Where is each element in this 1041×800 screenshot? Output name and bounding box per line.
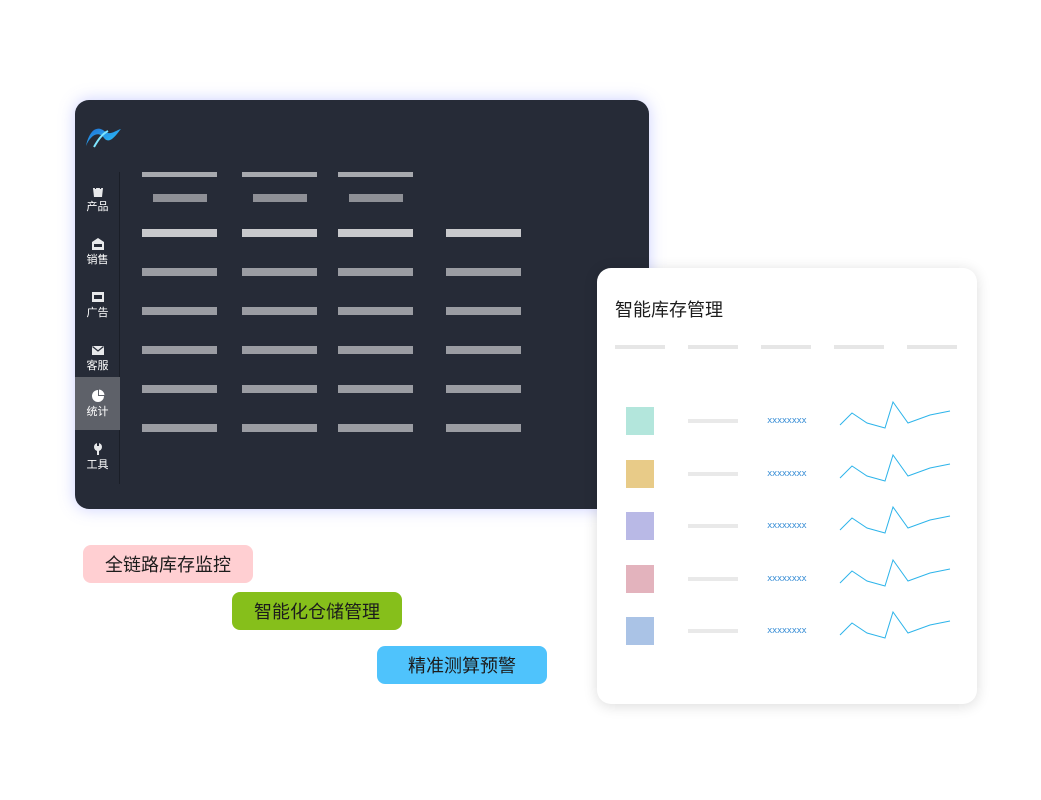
table-cell-placeholder (338, 424, 413, 432)
column-subheader-placeholder (253, 194, 307, 202)
color-swatch (626, 617, 654, 645)
table-cell-placeholder (142, 424, 217, 432)
column-header-placeholder (242, 172, 317, 177)
column-header-placeholder (907, 345, 957, 349)
shopping-bag-icon (92, 184, 103, 197)
table-cell-placeholder (242, 268, 317, 276)
table-cell-placeholder (446, 229, 521, 237)
pie-chart-icon (91, 389, 104, 402)
table-cell-placeholder (338, 268, 413, 276)
sparkline (839, 505, 951, 534)
sidebar-item-ads[interactable]: 广告 (75, 278, 120, 331)
inventory-row[interactable]: xxxxxxxx (597, 453, 977, 490)
sidebar-item-label: 销售 (86, 253, 109, 266)
table-cell-placeholder (446, 307, 521, 315)
mail-icon (91, 346, 104, 355)
inventory-row[interactable]: xxxxxxxx (597, 400, 977, 437)
table-cell-placeholder (242, 346, 317, 354)
table-cell-placeholder (446, 346, 521, 354)
card-title: 智能库存管理 (615, 300, 723, 321)
row-text-placeholder (688, 524, 738, 528)
sidebar-item-tools[interactable]: 工具 (75, 430, 120, 483)
row-code: xxxxxxxx (767, 626, 807, 636)
table-cell-placeholder (446, 268, 521, 276)
sidebar-item-statistics[interactable]: 统计 (75, 377, 120, 430)
inventory-row[interactable]: xxxxxxxx (597, 610, 977, 647)
wrench-icon (93, 443, 102, 455)
sidebar-item-label: 工具 (86, 458, 109, 471)
row-text-placeholder (688, 419, 738, 423)
table-cell-placeholder (242, 385, 317, 393)
table-cell-placeholder (142, 346, 217, 354)
inventory-card: 智能库存管理 xxxxxxxx xxxxxxxx xxxxxxxx xxxxxx… (597, 268, 977, 704)
column-header-placeholder (761, 345, 811, 349)
sell-icon (91, 238, 104, 250)
sidebar-item-products[interactable]: 产品 (75, 172, 120, 225)
inventory-row[interactable]: xxxxxxxx (597, 505, 977, 542)
table-cell-placeholder (338, 229, 413, 237)
sidebar: 产品 销售 广告 客服 (75, 172, 120, 484)
table-cell-placeholder (338, 307, 413, 315)
table-cell-placeholder (242, 229, 317, 237)
table-cell-placeholder (338, 346, 413, 354)
color-swatch (626, 407, 654, 435)
column-header-placeholder (615, 345, 665, 349)
row-code: xxxxxxxx (767, 574, 807, 584)
table-cell-placeholder (142, 307, 217, 315)
sidebar-item-label: 客服 (86, 359, 109, 372)
inventory-row[interactable]: xxxxxxxx (597, 558, 977, 595)
table-cell-placeholder (446, 385, 521, 393)
tag-inventory-monitoring: 全链路库存监控 (83, 545, 253, 583)
table-cell-placeholder (242, 307, 317, 315)
table-cell-placeholder (338, 385, 413, 393)
sparkline (839, 610, 951, 639)
table-cell-placeholder (142, 268, 217, 276)
row-code: xxxxxxxx (767, 416, 807, 426)
sparkline (839, 558, 951, 587)
column-subheader-placeholder (153, 194, 207, 202)
table-cell-placeholder (446, 424, 521, 432)
column-header-placeholder (834, 345, 884, 349)
row-text-placeholder (688, 629, 738, 633)
table-cell-placeholder (142, 385, 217, 393)
sidebar-item-sales[interactable]: 销售 (75, 225, 120, 278)
table-cell-placeholder (242, 424, 317, 432)
color-swatch (626, 565, 654, 593)
sidebar-item-label: 广告 (86, 306, 109, 319)
brand-logo-icon (86, 128, 121, 148)
sidebar-item-label: 统计 (86, 405, 109, 418)
column-header-placeholder (142, 172, 217, 177)
tag-smart-warehouse: 智能化仓储管理 (232, 592, 402, 630)
table-cell-placeholder (142, 229, 217, 237)
sidebar-item-service[interactable]: 客服 (75, 331, 120, 384)
column-header-placeholder (688, 345, 738, 349)
app-window: 产品 销售 广告 客服 (75, 100, 649, 509)
sparkline (839, 453, 951, 482)
column-subheader-placeholder (349, 194, 403, 202)
row-code: xxxxxxxx (767, 521, 807, 531)
sidebar-item-label: 产品 (86, 200, 109, 213)
row-text-placeholder (688, 577, 738, 581)
sparkline (839, 400, 951, 429)
ad-icon (91, 292, 104, 302)
row-code: xxxxxxxx (767, 469, 807, 479)
column-header-placeholder (338, 172, 413, 177)
color-swatch (626, 512, 654, 540)
row-text-placeholder (688, 472, 738, 476)
tag-forecast-alert: 精准测算预警 (377, 646, 547, 684)
color-swatch (626, 460, 654, 488)
